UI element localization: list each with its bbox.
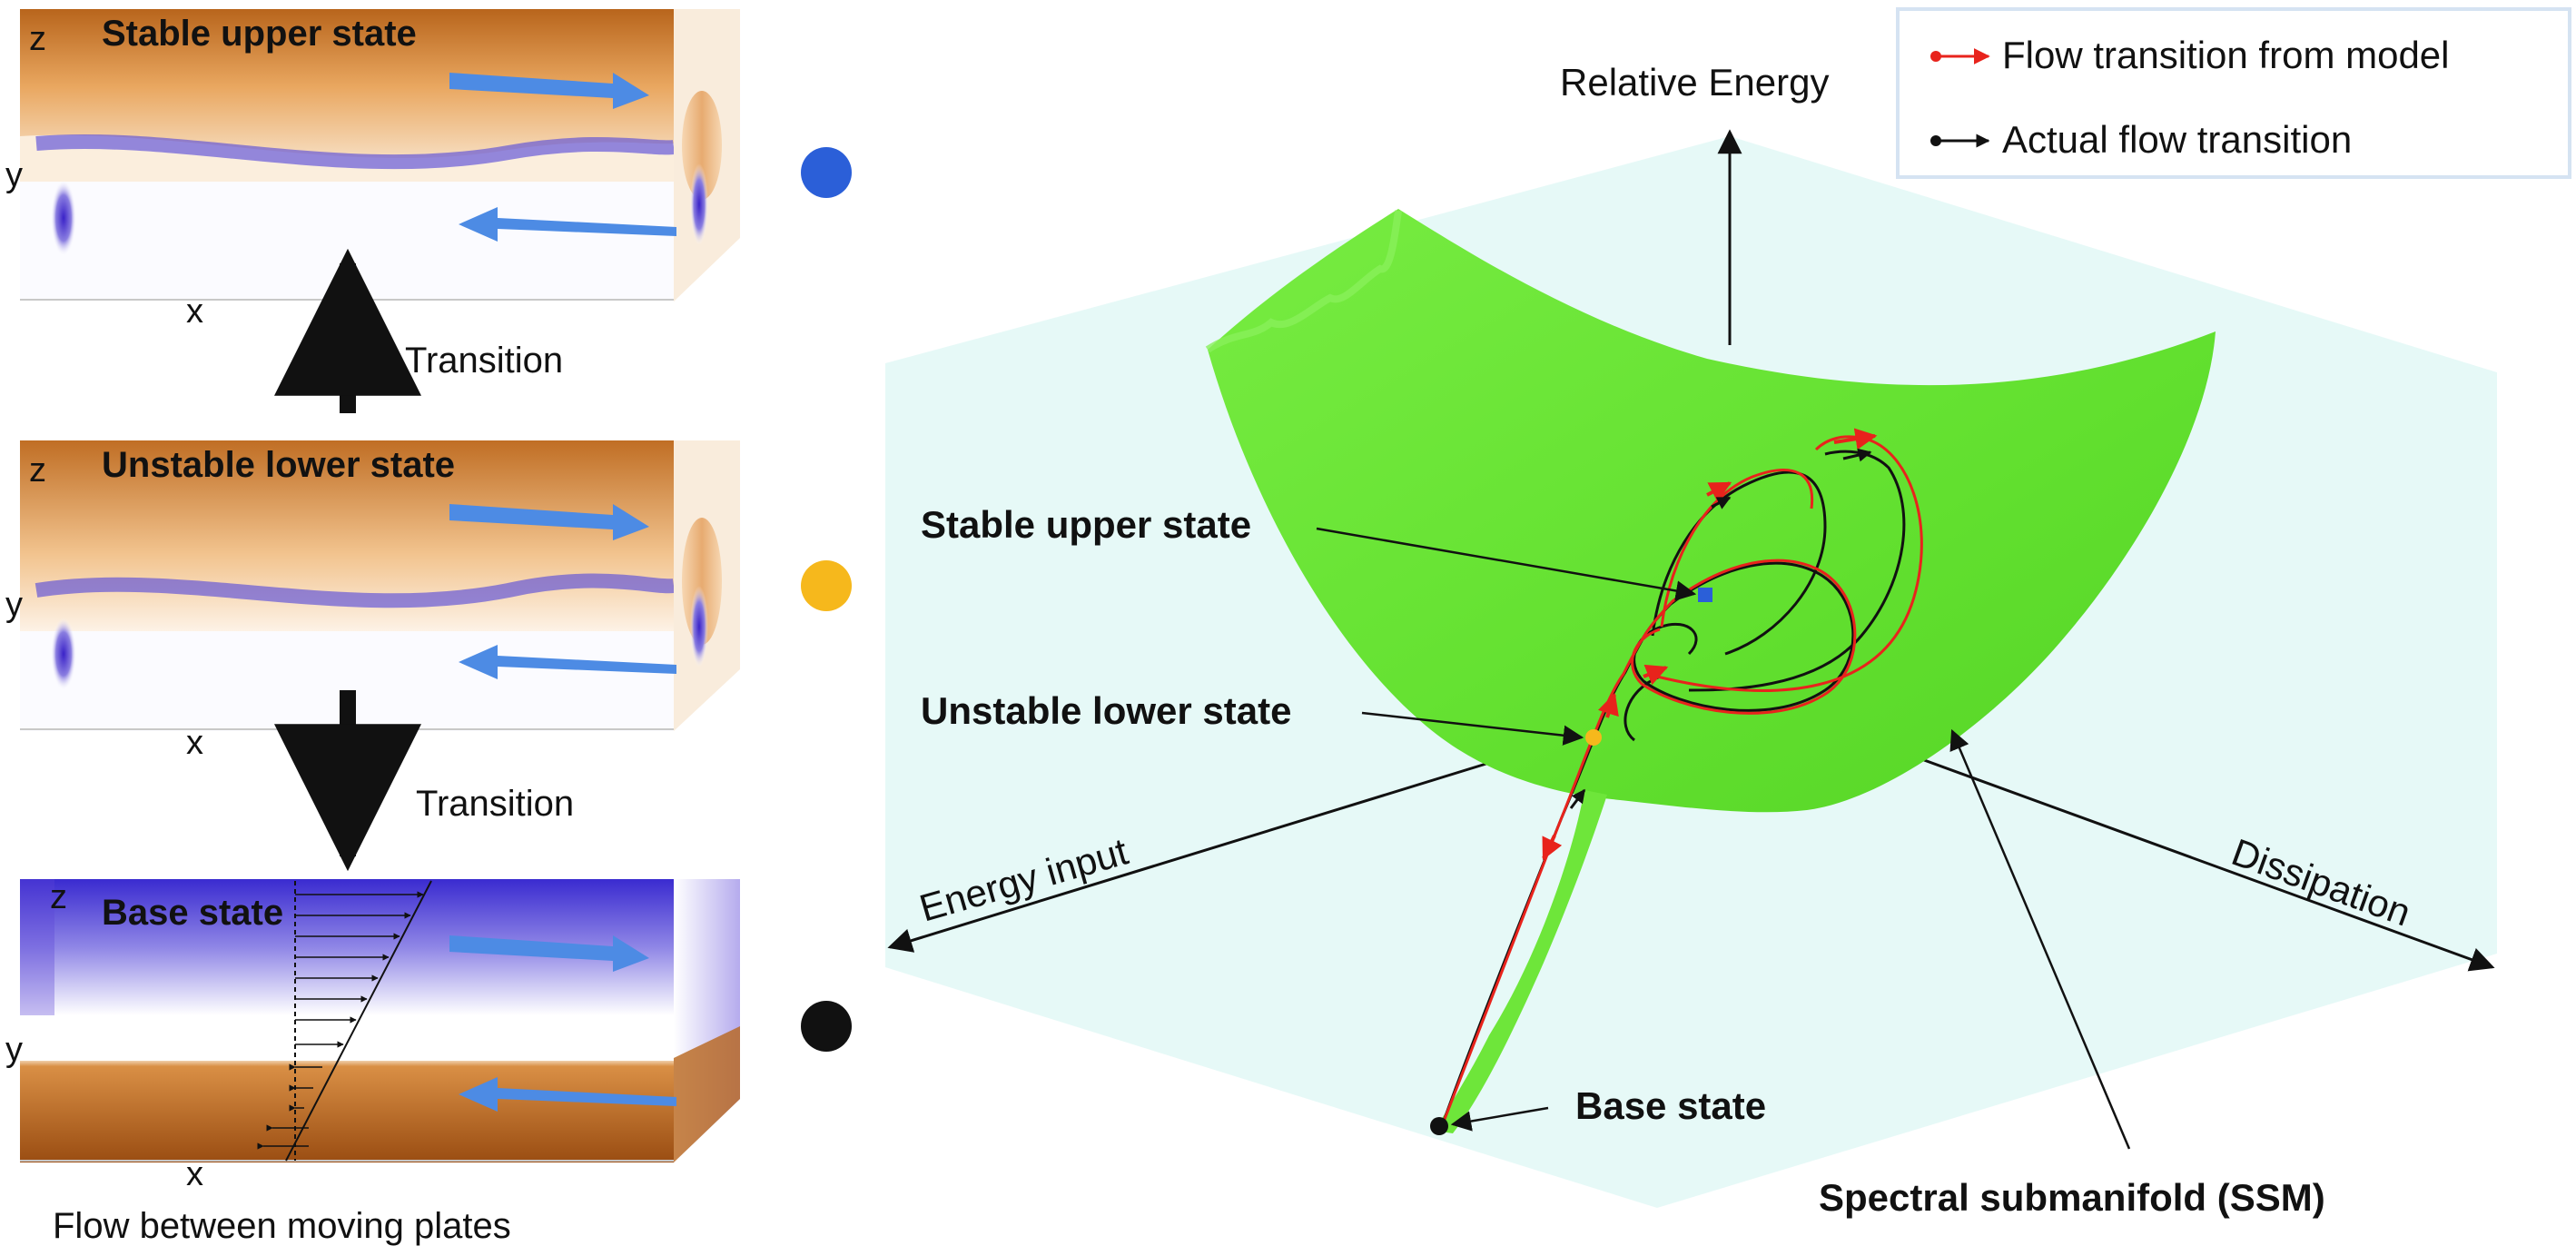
ssm-base-marker — [1430, 1117, 1448, 1135]
stable-upper-state-label: Stable upper state — [921, 503, 1251, 546]
axis-x-label-3: x — [186, 1155, 203, 1193]
axis-y-label-3: y — [5, 1031, 23, 1069]
velocity-profile — [257, 880, 432, 1162]
pointer-ssm — [1949, 728, 2131, 1150]
legend: Flow transition from model Actual flow t… — [1896, 7, 2571, 179]
spectral-submanifold-surface — [1205, 209, 2216, 1133]
legend-item-actual: Actual flow transition — [1930, 118, 2352, 161]
upper-plate-arrow-3 — [449, 935, 649, 972]
base-state-label: Base state — [1575, 1084, 1766, 1127]
pointer-stable — [1316, 527, 1697, 601]
ssm-label: Spectral submanifold (SSM) — [1819, 1176, 2325, 1219]
upper-plate-arrow-2 — [449, 504, 649, 540]
base-state-marker — [801, 1001, 852, 1052]
upper-plate-arrow-1 — [449, 73, 649, 109]
box-title-base: Base state — [102, 893, 283, 933]
stable-state-marker — [801, 147, 852, 198]
unstable-lower-state-box — [20, 440, 740, 731]
unstable-lower-state-label: Unstable lower state — [921, 689, 1291, 732]
lower-plate-arrow-3 — [459, 1077, 676, 1112]
ssm-stable-marker — [1698, 588, 1712, 602]
axis-y-label-2: y — [5, 586, 23, 624]
lower-plate-arrow-1 — [459, 207, 676, 242]
transition-label-2: Transition — [416, 784, 574, 824]
dissipation-axis — [1906, 752, 2495, 972]
pointer-unstable — [1361, 711, 1584, 746]
transition-label-1: Transition — [405, 341, 563, 381]
lower-plate-arrow-2 — [459, 645, 676, 679]
left-caption: Flow between moving plates — [53, 1206, 511, 1246]
pointer-base — [1450, 1106, 1549, 1132]
legend-label-model: Flow transition from model — [2002, 34, 2450, 76]
flow-trajectories — [1440, 428, 1923, 1127]
ssm-unstable-marker — [1585, 729, 1602, 746]
axis-x-label-2: x — [186, 724, 203, 762]
energy-input-axis — [887, 761, 1490, 953]
axis-z-label-3: z — [50, 878, 67, 916]
legend-label-actual: Actual flow transition — [2002, 118, 2352, 161]
axis-z-label-1: z — [29, 20, 46, 58]
axis-y-label-1: y — [5, 156, 23, 194]
box-title-stable: Stable upper state — [102, 14, 417, 54]
box-title-unstable: Unstable lower state — [102, 445, 455, 485]
legend-item-model: Flow transition from model — [1930, 34, 2450, 76]
axis-z-label-2: z — [29, 451, 46, 490]
unstable-state-marker — [801, 560, 852, 611]
relative-energy-label: Relative Energy — [1560, 61, 1829, 104]
axis-x-label-1: x — [186, 292, 203, 331]
